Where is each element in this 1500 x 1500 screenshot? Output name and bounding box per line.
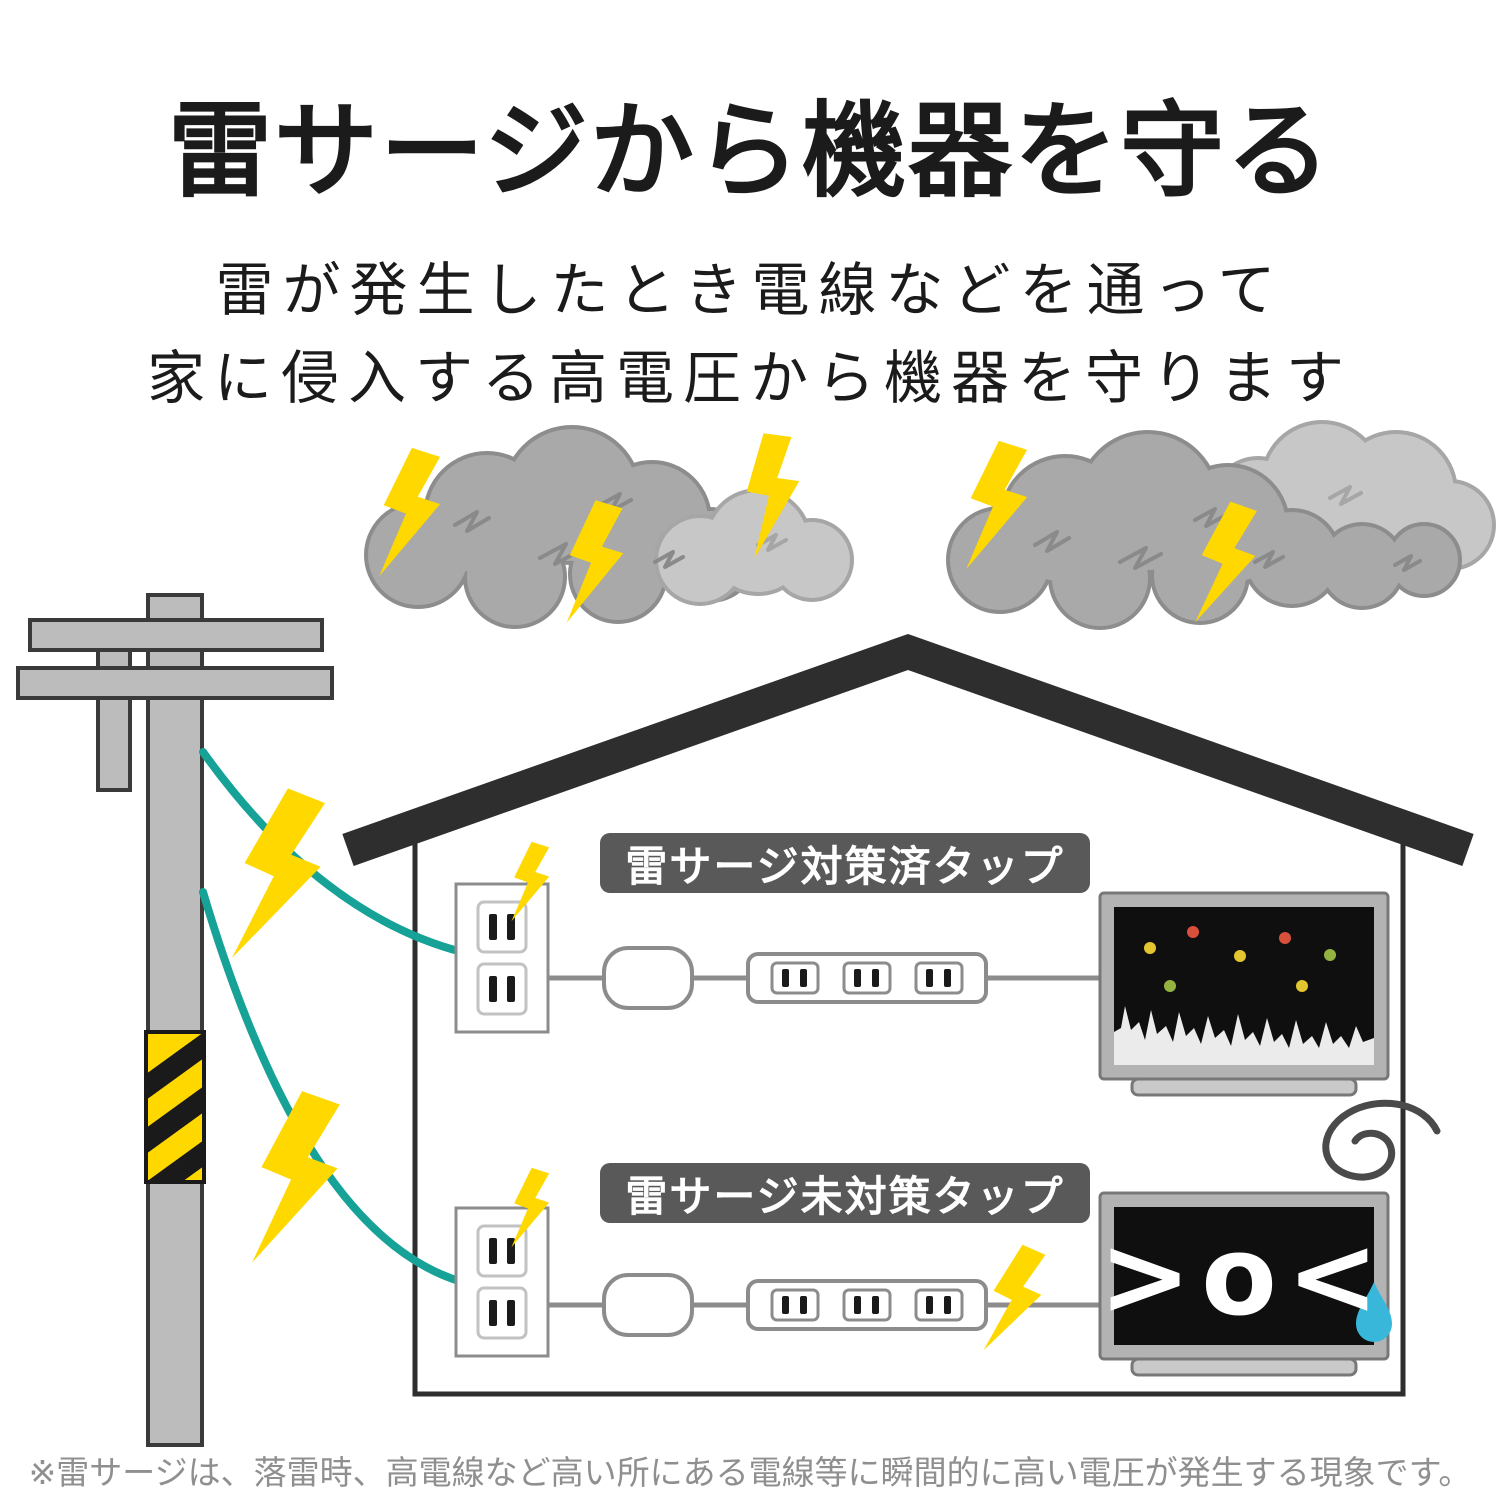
- footnote: ※雷サージは、落雷時、高電線など高い所にある電線等に瞬間的に高い電圧が発生する現…: [28, 1453, 1472, 1492]
- house-walls: [412, 838, 1406, 1397]
- cloud-crack-marks: [453, 492, 788, 569]
- power-plug-protected: [602, 946, 694, 1010]
- hazard-stripe-band: [144, 1030, 206, 1184]
- tv-screen-sad-face: [1114, 1207, 1374, 1345]
- outlet-socket: [476, 1286, 528, 1340]
- utility-pole: [16, 593, 334, 1447]
- subtitle-line1: 雷が発生したとき電線などを通って: [215, 256, 1285, 324]
- strip-socket: [842, 961, 892, 995]
- tv-stand: [1130, 1077, 1358, 1097]
- tv-stand: [1130, 1357, 1358, 1377]
- unprotected-tap-label: 雷サージ未対策タップ: [600, 1163, 1090, 1223]
- strip-socket: [770, 1288, 820, 1322]
- outlet-socket: [476, 962, 528, 1016]
- strip-socket: [914, 961, 964, 995]
- dizzy-squiggle-icon: [1322, 1099, 1441, 1181]
- storm-cloud-left: [368, 429, 850, 625]
- teardrop-icon: [1356, 1282, 1392, 1342]
- power-line-lower: [199, 888, 466, 1286]
- protected-tap-label: 雷サージ対策済タップ: [600, 833, 1090, 893]
- pole-crossarm-upper: [28, 618, 324, 652]
- pole-transformer: [96, 638, 132, 792]
- hazard-stripes: [146, 1032, 204, 1182]
- concert-lights: [1144, 926, 1336, 992]
- cloud-crack-marks: [1033, 485, 1422, 572]
- pole-shaft: [146, 593, 204, 1447]
- strip-socket: [842, 1288, 892, 1322]
- page-title: 雷サージから機器を守る: [168, 89, 1332, 212]
- sad-tv-face-text: >o<: [1099, 1212, 1389, 1340]
- unprotected-setup: [454, 1099, 1441, 1377]
- concert-crowd-silhouette: [1114, 1006, 1374, 1065]
- power-line-upper: [199, 748, 466, 956]
- power-plug-unprotected: [602, 1273, 694, 1337]
- house-roof: [342, 633, 1474, 867]
- tv-protected: [1098, 891, 1390, 1097]
- protected-setup: [454, 882, 1390, 1097]
- tv-damaged: [1098, 1099, 1441, 1377]
- storm-cloud-right: [950, 424, 1492, 626]
- power-lines: [199, 748, 466, 1286]
- strip-socket: [914, 1288, 964, 1322]
- strip-socket: [770, 961, 820, 995]
- pole-crossarm-lower: [16, 666, 334, 700]
- subtitle-line2: 家に侵入する高電圧から機器を守ります: [146, 344, 1353, 412]
